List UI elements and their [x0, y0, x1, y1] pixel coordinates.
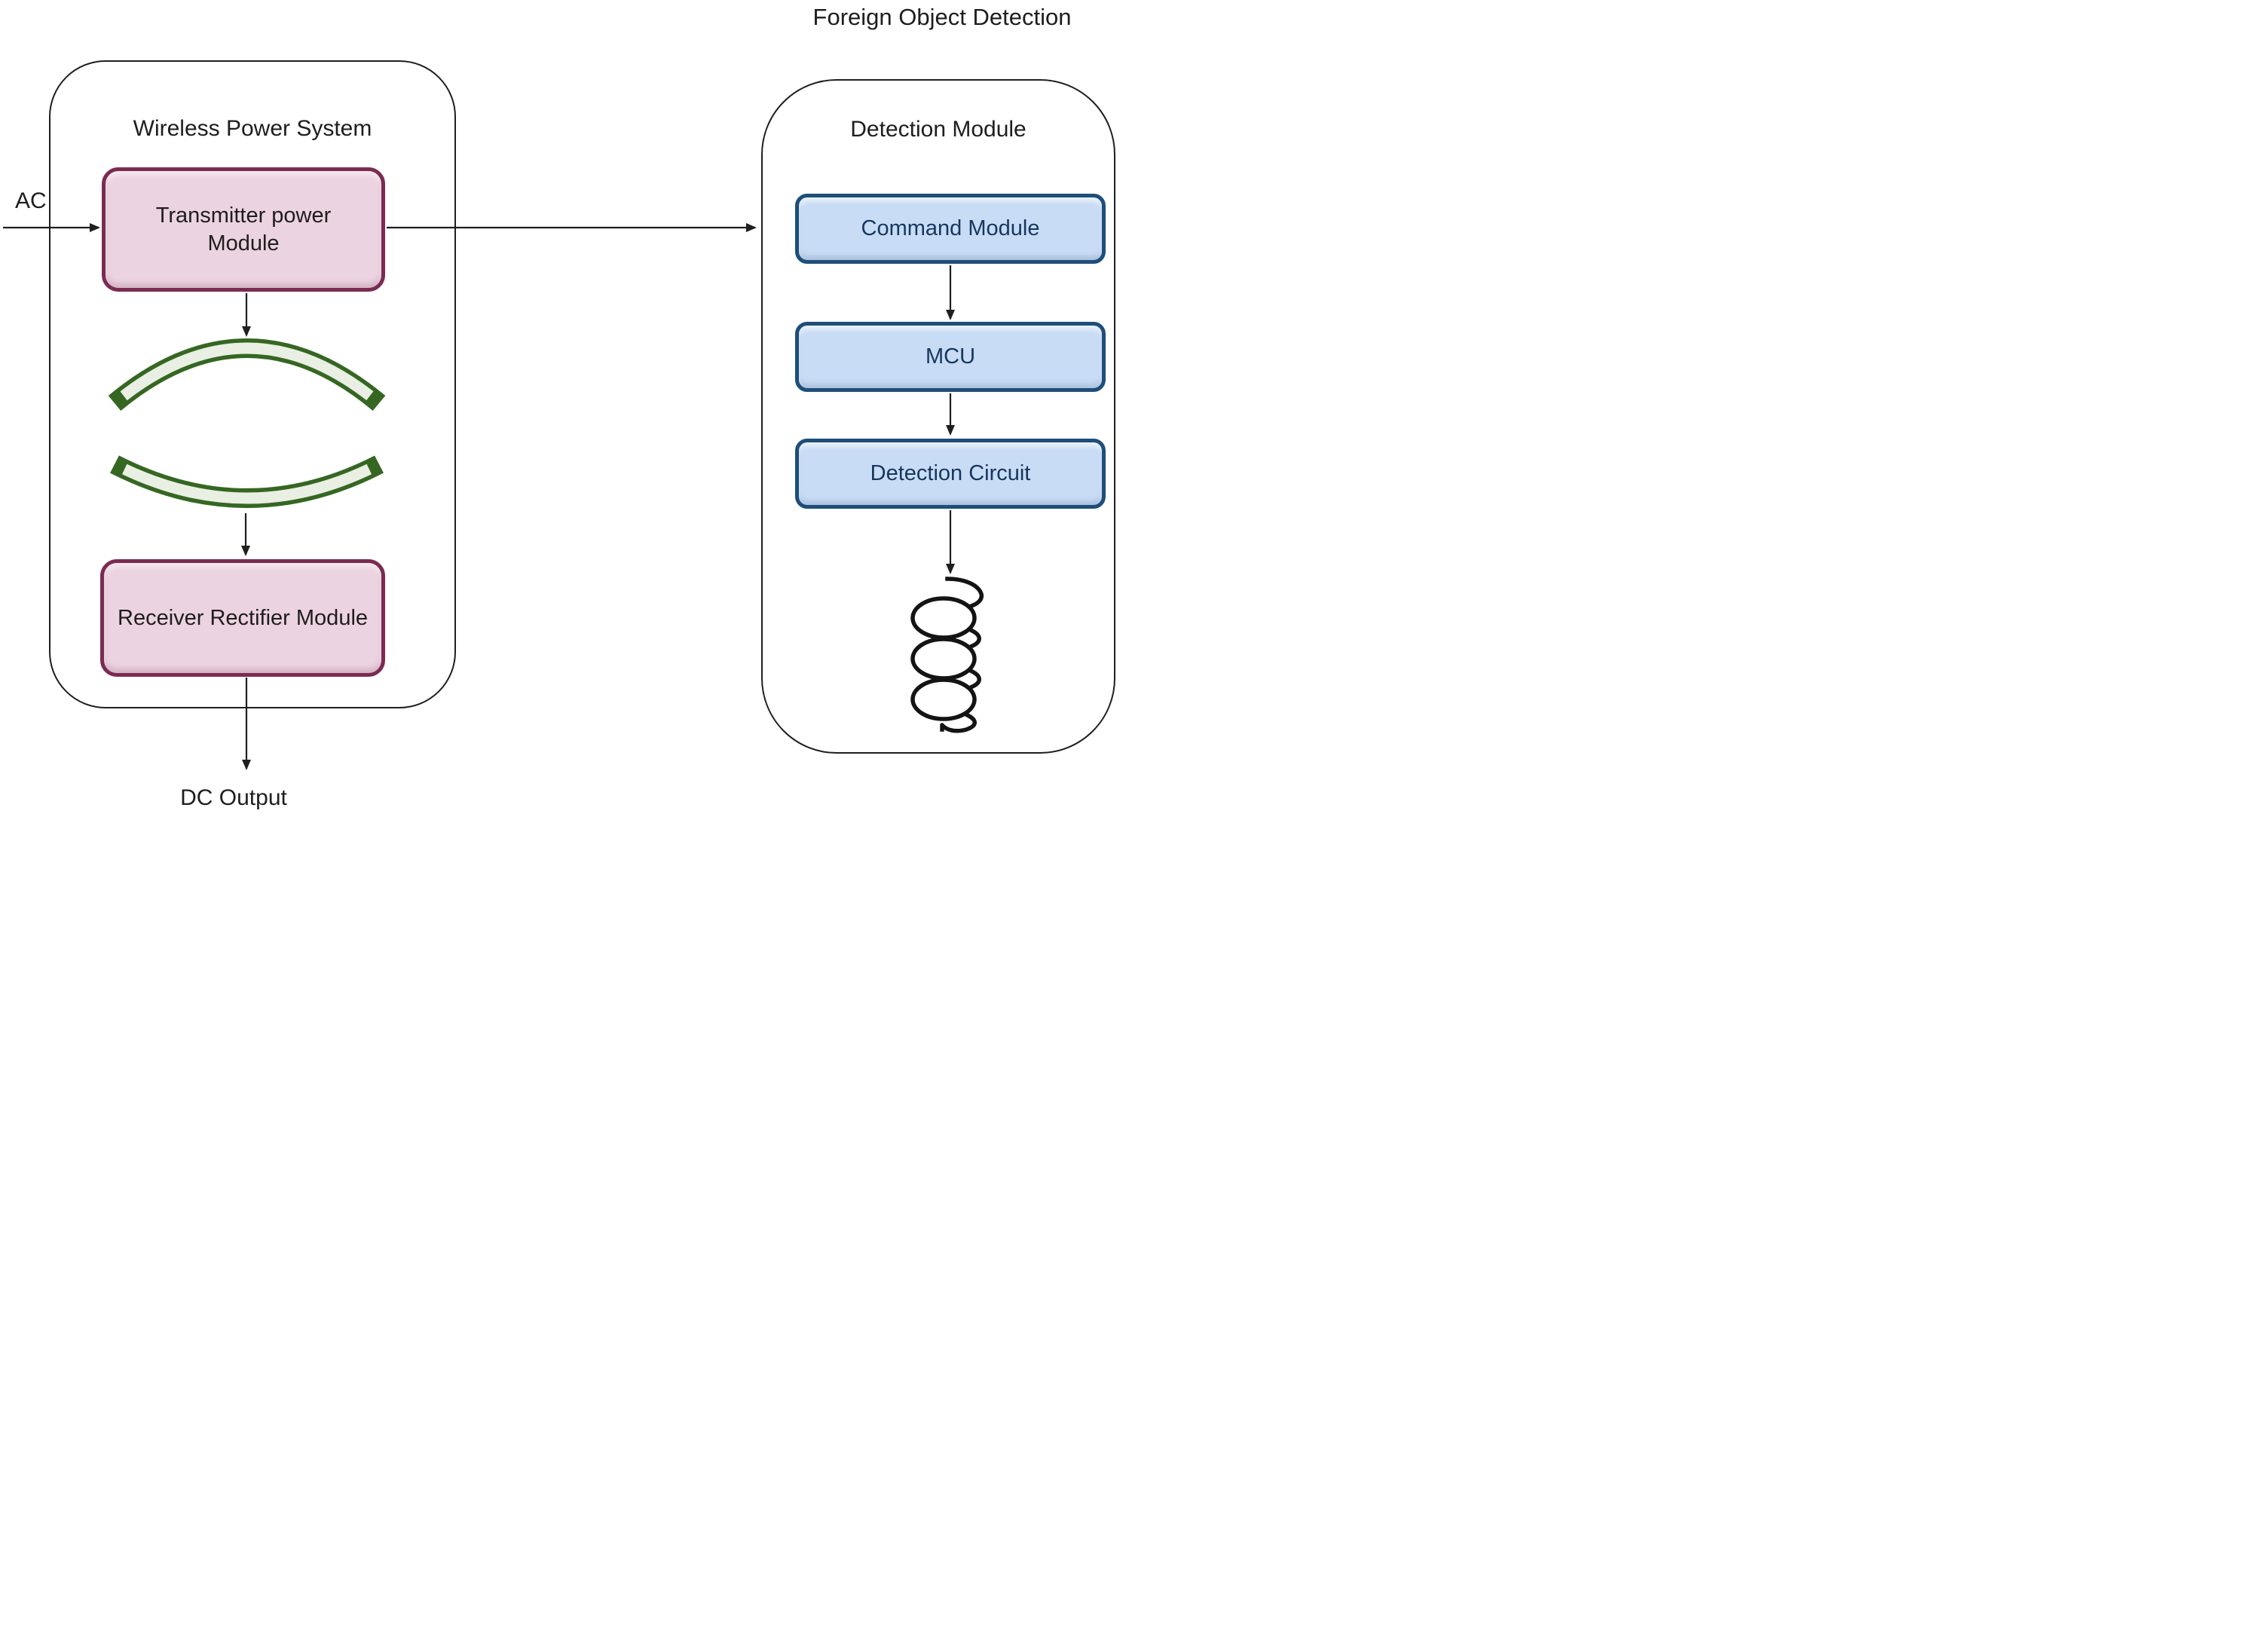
- diagram-canvas: Foreign Object Detection Wireless Power …: [0, 0, 1130, 826]
- detection-circuit-label: Detection Circuit: [870, 461, 1031, 486]
- detection-module-container: Detection Module: [761, 79, 1115, 754]
- receiver-rectifier-module-box: Receiver Rectifier Module: [100, 559, 385, 677]
- dc-output-label: DC Output: [180, 785, 287, 810]
- detection-module-title: Detection Module: [850, 117, 1026, 142]
- page-title: Foreign Object Detection: [812, 4, 1072, 30]
- mcu-label: MCU: [925, 344, 976, 369]
- transmitter-power-module-label: Transmitter power Module: [155, 203, 332, 255]
- detection-circuit-box: Detection Circuit: [795, 439, 1106, 509]
- wireless-power-system-title: Wireless Power System: [133, 116, 372, 141]
- command-module-box: Command Module: [795, 194, 1106, 264]
- mcu-box: MCU: [795, 322, 1106, 392]
- ac-input-label: AC: [15, 188, 47, 213]
- receiver-rectifier-module-label: Receiver Rectifier Module: [118, 605, 369, 630]
- transmitter-power-module-box: Transmitter power Module: [102, 167, 385, 292]
- command-module-label: Command Module: [861, 216, 1040, 241]
